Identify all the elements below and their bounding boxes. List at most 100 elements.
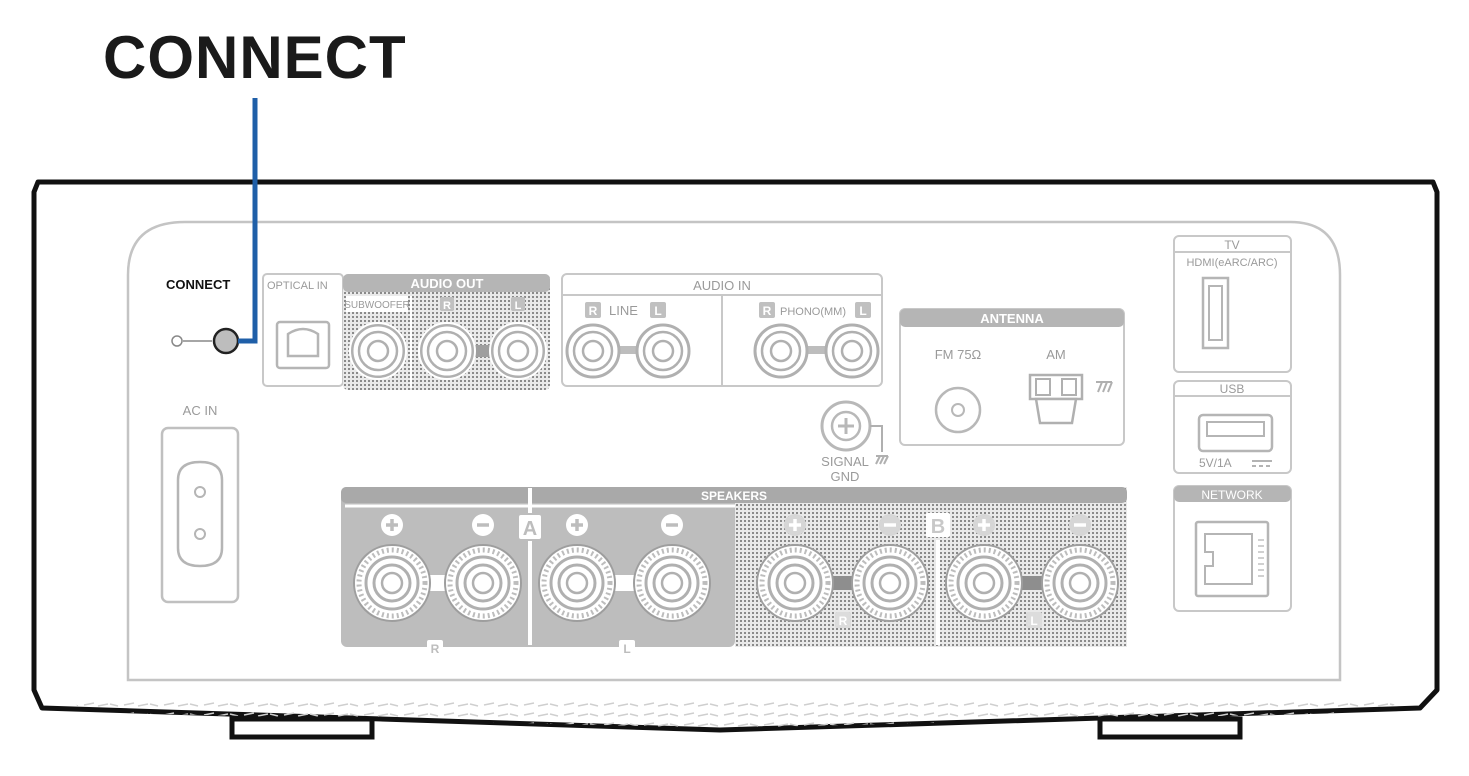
audio-in-title: AUDIO IN [693,278,751,293]
speakers-a-l-label: L [623,642,630,656]
plus-icon-7 [973,514,995,536]
speakers-b-label: B [931,516,945,538]
binding-post-b-r-plus [756,544,834,622]
speakers-a-r-label: R [431,642,440,656]
audio-out-l-badge [511,297,525,311]
audio-out-r-badge [440,297,454,311]
rca-jack-audio-out-l [489,322,547,380]
binding-post-a-r-minus [444,544,522,622]
speakers-header [341,487,1127,503]
subwoofer-label-bg [346,296,408,312]
antenna-header [900,309,1124,327]
am-terminal-base [1034,397,1078,425]
network-port-inner [1204,533,1253,585]
plus-icon-3 [566,514,588,536]
tv-title: TV [1224,238,1239,252]
phono-l-badge [855,302,871,318]
hdmi-label: HDMI(eARC/ARC) [1186,257,1277,269]
speakers-title: SPEAKERS [701,489,767,503]
line-l-label: L [654,304,661,318]
speaker-binding-posts [353,544,1119,622]
antenna-box [899,308,1125,446]
speaker-polarity-marks [381,514,1091,536]
rca-jack-phono-r [753,323,809,379]
line-label: LINE [609,303,638,318]
line-r-label: R [589,304,598,318]
hdmi-port-inner [1208,285,1223,341]
speakers-a-label: A [523,518,537,540]
line-l-badge [650,302,666,318]
binding-post-b-r-minus [851,544,929,622]
phono-l-label: L [859,304,866,318]
antenna-title: ANTENNA [980,311,1044,326]
fm-label: FM 75Ω [935,347,982,362]
network-header [1174,486,1291,502]
speakers-a-badge [519,515,541,539]
minus-icon-4 [661,514,683,536]
subwoofer-label: SUBWOOFER [344,300,410,311]
speakers-a-l-badge [619,640,635,656]
phono-r-badge [759,302,775,318]
speakers-b-l-label: L [1030,614,1037,628]
binding-post-a-r-plus [353,544,431,622]
rca-jack-line-l [635,323,691,379]
connect-label: CONNECT [166,277,230,292]
plus-icon-5 [784,514,806,536]
audio-out-l-label: L [515,300,522,312]
network-title: NETWORK [1201,488,1262,502]
am-label: AM [1046,347,1066,362]
connect-led [171,335,183,347]
usb-title: USB [1220,382,1245,396]
rca-jack-subwoofer [349,322,407,380]
connect-button[interactable] [212,327,240,355]
phono-label: PHONO(MM) [780,306,846,318]
speakers-b-badge [926,513,950,537]
ac-in-pin-2 [194,528,206,540]
line-bridge [616,346,638,354]
speakers-b-cap [1113,487,1127,647]
network-port-contacts [1258,539,1264,577]
right-foot [1097,716,1243,740]
audio-out-r-label: R [443,300,451,312]
signal-gnd-ground-icon [870,425,889,465]
callout-line [238,98,258,344]
device-base-vents [70,700,1400,728]
speakers-a-r-badge [427,640,443,656]
minus-icon-6 [879,514,901,536]
minus-icon-2 [472,514,494,536]
speakers-b-r-badge [835,612,851,628]
signal-gnd-label-1: SIGNAL [821,454,869,469]
rca-jack-phono-l [824,323,880,379]
ac-in-pin-1 [194,486,206,498]
rca-jacks [349,322,880,380]
rca-jack-audio-out-r [418,322,476,380]
ac-in-socket [176,460,224,568]
fm-jack-inner [951,403,965,417]
minus-icon-8 [1069,514,1091,536]
usb-port-inner [1206,421,1265,437]
audio-out-header [343,274,550,292]
rca-jack-line-r [565,323,621,379]
speakers-b-r-label: R [839,614,848,628]
phono-r-label: R [763,304,772,318]
binding-post-a-l-plus [538,544,616,622]
optical-port-icon [286,327,320,358]
audio-out-title: AUDIO OUT [411,276,484,291]
usb-power-label: 5V/1A [1199,456,1232,470]
phono-bridge [806,346,828,354]
speakers-a-box [341,487,735,647]
signal-gnd-screw-icon [838,418,854,434]
plus-icon-1 [381,514,403,536]
signal-gnd-label-2: GND [831,469,860,484]
ac-in-label: AC IN [183,403,218,418]
am-terminal-slot-1 [1035,378,1051,396]
usb-dc-symbol [1252,460,1272,467]
am-terminal-slot-2 [1061,378,1077,396]
speakers-b-l-badge [1026,612,1042,628]
line-r-badge [585,302,601,318]
am-ground-icon [1096,381,1113,393]
left-foot [229,716,375,740]
binding-post-b-l-plus [945,544,1023,622]
